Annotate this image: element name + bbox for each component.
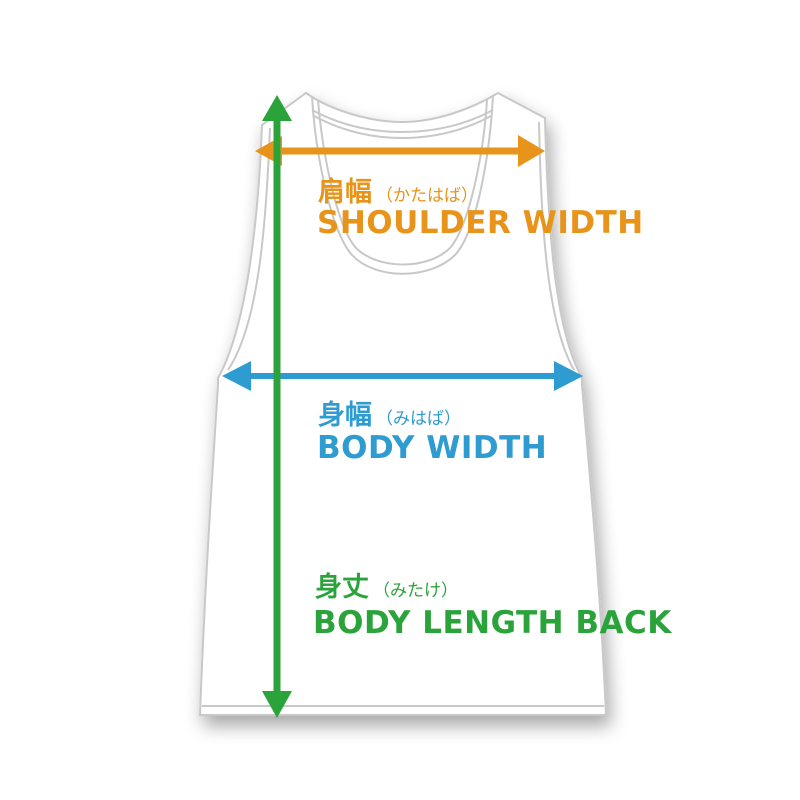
body-length-arrow: [262, 95, 292, 718]
body-length-label: BODY LENGTH BACK: [313, 605, 672, 641]
body-width-arrow: [222, 361, 583, 391]
body-width-label: BODY WIDTH: [317, 430, 548, 466]
left-armhole: [227, 127, 271, 371]
shoulder-width-jp-label: 肩幅（かたはば）: [318, 177, 478, 208]
body-width-jp-label: 身幅（みはば）: [318, 400, 461, 431]
body-length-jp-label: 身丈（みたけ）: [315, 572, 458, 603]
neckline: [311, 95, 494, 275]
right-armhole: [538, 121, 575, 371]
tank-top-body: [198, 91, 608, 716]
shoulder-width-label: SHOULDER WIDTH: [317, 205, 644, 241]
